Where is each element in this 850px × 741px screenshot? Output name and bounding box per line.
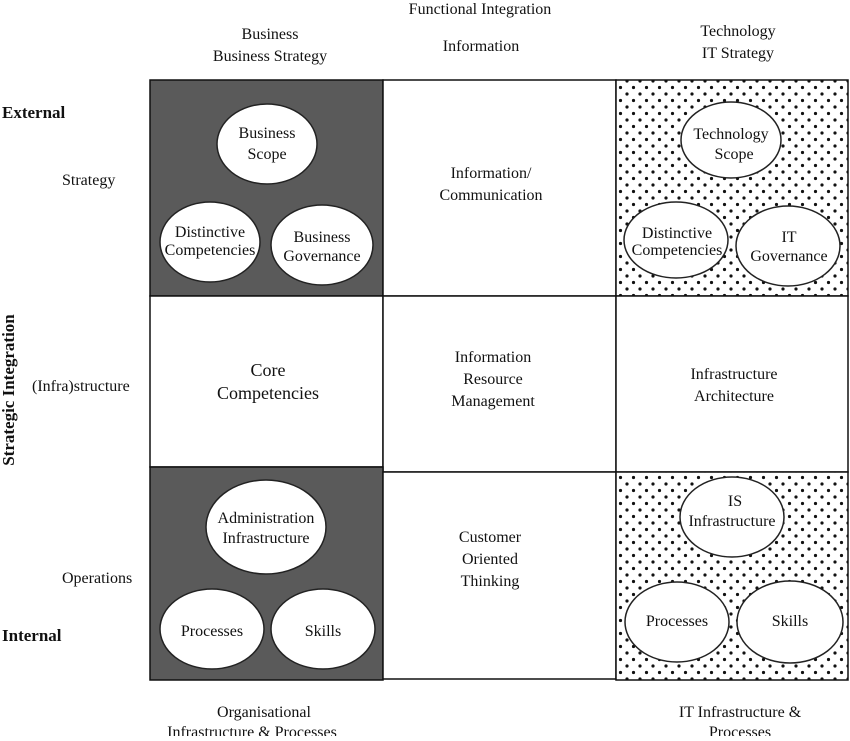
it-governance-line1: IT	[781, 229, 796, 246]
information-header: Information	[443, 38, 519, 55]
technology-scope-line1: Technology	[693, 126, 768, 143]
business-scope-line2: Scope	[247, 146, 286, 163]
distinctive-competencies-line1: Distinctive	[642, 225, 712, 242]
information-strategy-cell	[382, 79, 617, 297]
customer-oriented-line1: Customer	[459, 529, 522, 546]
infrastructure-architecture-line2: Architecture	[694, 388, 774, 405]
strategic-integration-label: Strategic Integration	[0, 314, 18, 466]
business-header-line1: Business	[242, 26, 299, 43]
distinctive-competencies-ellipse	[159, 201, 261, 283]
distinctive-competencies-line2: Competencies	[632, 242, 723, 259]
technology-scope-ellipse	[680, 101, 782, 179]
processes-ellipse	[624, 581, 730, 663]
organisational-footer-line1: Organisational	[217, 704, 311, 721]
information-resource-line3: Management	[451, 393, 535, 410]
processes-label: Processes	[646, 613, 708, 630]
organisational-footer-line2: Infrastructure & Processes	[167, 724, 337, 736]
skills-ellipse	[270, 588, 376, 670]
technology-header-line1: Technology	[700, 23, 775, 40]
it-infrastructure-footer-line2: Processes	[709, 724, 771, 736]
business-governance-line1: Business	[294, 229, 351, 246]
business-scope-line1: Business	[239, 125, 296, 142]
is-infrastructure-line2: Infrastructure	[688, 513, 775, 530]
operations-row-label: Operations	[62, 570, 132, 587]
business-scope-ellipse	[216, 103, 318, 185]
business-header-line2: Business Strategy	[213, 48, 327, 65]
information-operations-cell	[382, 471, 617, 680]
external-label: External	[2, 103, 66, 122]
infrastructure-row-label: (Infra)structure	[32, 378, 130, 395]
administration-infrastructure-ellipse	[205, 479, 327, 575]
administration-infrastructure-line2: Infrastructure	[222, 530, 309, 547]
technology-infrastructure-cell	[615, 295, 849, 473]
business-governance-line2: Governance	[283, 248, 360, 265]
infrastructure-architecture-line1: Infrastructure	[690, 366, 777, 383]
functional-integration-header: Functional Integration	[409, 1, 552, 18]
business-infrastructure-cell	[149, 295, 384, 468]
business-governance-ellipse	[270, 204, 374, 286]
it-governance-ellipse	[735, 205, 841, 287]
internal-label: Internal	[2, 626, 62, 645]
processes-label: Processes	[181, 623, 243, 640]
processes-ellipse	[159, 588, 265, 670]
information-communication-line1: Information/	[451, 165, 532, 182]
technology-header-line2: IT Strategy	[702, 45, 774, 62]
distinctive-competencies-line1: Distinctive	[175, 224, 245, 241]
core-competencies-line2: Competencies	[217, 383, 319, 403]
information-resource-line2: Resource	[463, 371, 523, 388]
information-infrastructure-cell	[382, 295, 617, 473]
technology-scope-line2: Scope	[714, 146, 753, 163]
customer-oriented-line3: Thinking	[461, 573, 520, 590]
information-communication-line2: Communication	[439, 187, 542, 204]
skills-label: Skills	[305, 623, 341, 640]
it-governance-line2: Governance	[750, 248, 827, 265]
core-competencies-line1: Core	[251, 360, 286, 380]
skills-ellipse	[736, 580, 844, 664]
skills-label: Skills	[772, 613, 808, 630]
is-infrastructure-line1: IS	[728, 493, 742, 510]
it-infrastructure-footer-line1: IT Infrastructure &	[679, 704, 802, 721]
strategy-row-label: Strategy	[62, 172, 115, 189]
is-infrastructure-ellipse	[679, 476, 785, 558]
distinctive-competencies-ellipse	[623, 201, 729, 279]
information-resource-line1: Information	[455, 349, 531, 366]
administration-infrastructure-line1: Administration	[218, 510, 315, 527]
customer-oriented-line2: Oriented	[462, 551, 518, 568]
distinctive-competencies-line2: Competencies	[165, 242, 256, 259]
